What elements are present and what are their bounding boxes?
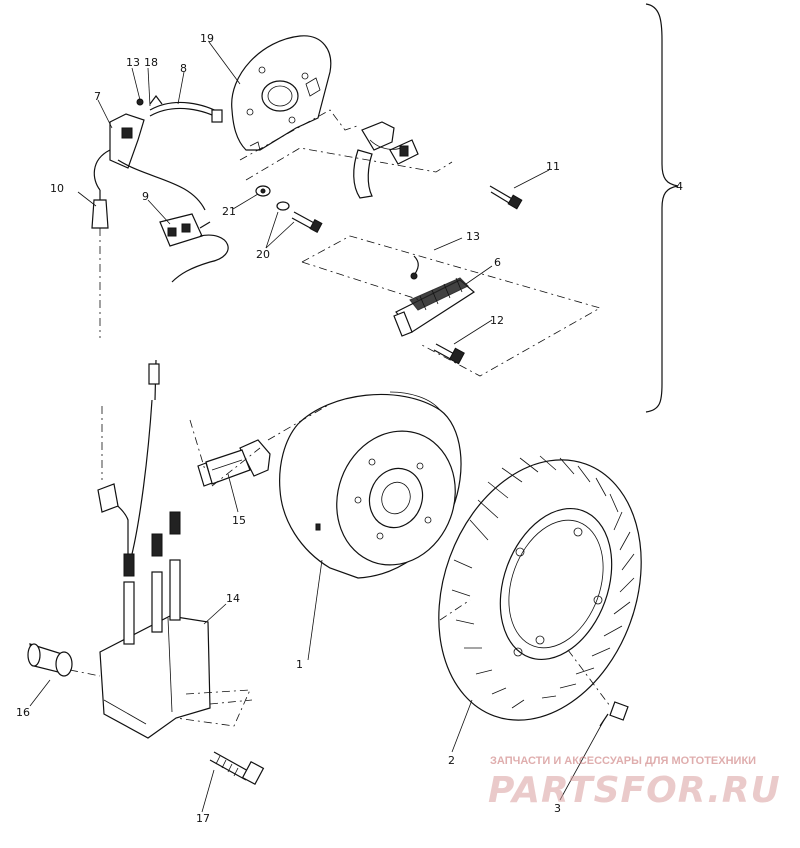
watermark-brand: PARTSFOR.RU	[488, 770, 781, 811]
callout-21: 21	[222, 205, 236, 218]
washer-screw-set	[255, 185, 323, 233]
trigger-coil-bracket	[353, 121, 419, 199]
callout-2: 2	[448, 754, 455, 767]
screw-11	[489, 185, 523, 210]
callout-14: 14	[226, 592, 240, 605]
assembly-brace	[645, 3, 679, 413]
callout-13-top: 13	[126, 56, 140, 69]
stator-plate	[231, 35, 332, 151]
spacer-16	[27, 643, 73, 677]
callout-7: 7	[94, 90, 101, 103]
callout-11: 11	[546, 160, 560, 173]
callout-15: 15	[232, 514, 246, 527]
callout-19: 19	[200, 32, 214, 45]
cooling-fan	[438, 455, 642, 721]
callout-4: 4	[676, 180, 683, 193]
ignition-coil	[97, 359, 211, 739]
callout-18: 18	[144, 56, 158, 69]
callout-labels: 19 13 18 8 7 10 9 21 20 11 4 13 6 12 15 …	[16, 32, 683, 825]
bolt-17	[209, 751, 265, 786]
wiring-harness	[91, 95, 229, 283]
callout-1: 1	[296, 658, 303, 671]
fan-screw-3	[599, 701, 629, 727]
flywheel	[279, 391, 462, 579]
callout-12: 12	[490, 314, 504, 327]
callout-20: 20	[256, 248, 270, 261]
assembly-lines	[69, 109, 611, 727]
screw-12	[433, 343, 465, 365]
callout-17: 17	[196, 812, 210, 825]
callout-6: 6	[494, 256, 501, 269]
callout-10: 10	[50, 182, 64, 195]
watermark-tagline: ЗАПЧАСТИ И АКСЕССУАРЫ ДЛЯ МОТОТЕХНИКИ	[490, 755, 756, 767]
callout-13-mid: 13	[466, 230, 480, 243]
callout-16: 16	[16, 706, 30, 719]
watermark: ЗАПЧАСТИ И АКСЕССУАРЫ ДЛЯ МОТОТЕХНИКИ PA…	[488, 755, 781, 811]
callout-9: 9	[142, 190, 149, 203]
lighting-coil	[393, 255, 476, 337]
callout-8: 8	[180, 62, 187, 75]
callout-3: 3	[554, 802, 561, 815]
leader-lines	[29, 41, 605, 813]
spark-plug-cap	[197, 439, 271, 487]
